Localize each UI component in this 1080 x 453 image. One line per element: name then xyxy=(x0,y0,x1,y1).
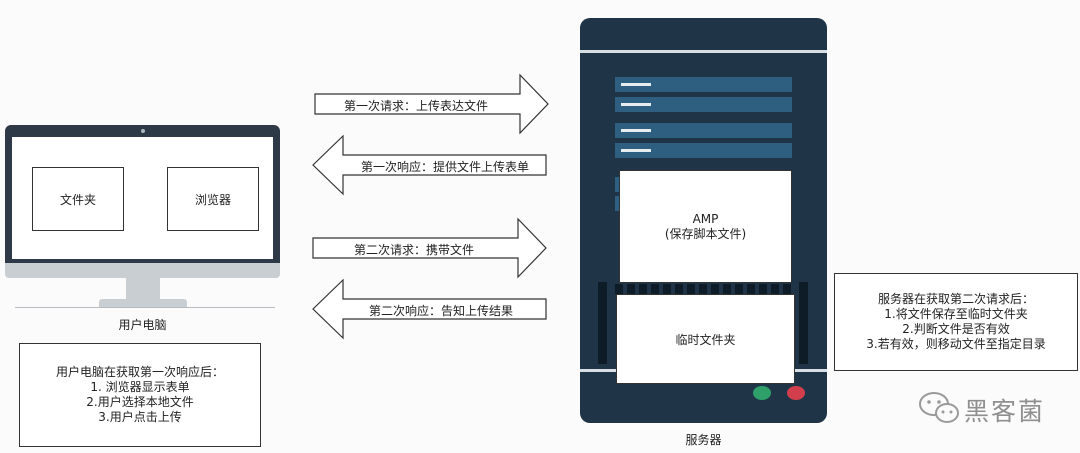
vent-left xyxy=(598,282,607,364)
monitor-neck xyxy=(126,278,160,300)
vent-right xyxy=(799,282,808,364)
server-note-line: 1.将文件保存至临时文件夹 xyxy=(884,307,1028,321)
client-note: 用户电脑在获取第一次响应后： 1. 浏览器显示表单 2.用户选择本地文件 3.用… xyxy=(19,343,261,447)
server-caption: 服务器 xyxy=(685,433,722,447)
watermark-text: 黑客菌 xyxy=(964,397,1046,426)
browser-box: 浏览器 xyxy=(167,167,259,231)
server-note: 服务器在获取第二次请求后： 1.将文件保存至临时文件夹 2.判断文件是否有效 3… xyxy=(834,273,1078,371)
wechat-icon xyxy=(919,392,959,423)
arrow-request-1-label: 第一次请求：上传表达文件 xyxy=(343,99,488,113)
arrow-response-1-label: 第一次响应：提供文件上传表单 xyxy=(360,160,529,174)
server-note-line: 3.若有效，则移动文件至指定目录 xyxy=(866,337,1046,351)
server-note-line: 2.判断文件是否有效 xyxy=(902,322,1010,336)
client-note-line: 2.用户选择本地文件 xyxy=(86,395,194,409)
led-red xyxy=(787,386,805,400)
arrow-request-2-label: 第二次请求：携带文件 xyxy=(353,243,474,257)
temp-folder-label: 临时文件夹 xyxy=(675,332,736,347)
drive-slot-partial xyxy=(615,177,620,192)
drive-slot xyxy=(615,77,792,92)
server-top-line xyxy=(580,50,827,53)
vent-row xyxy=(615,284,795,294)
client-note-line: 用户电脑在获取第一次响应后： xyxy=(55,365,224,379)
drive-slot xyxy=(615,97,792,112)
monitor-base xyxy=(99,299,187,307)
temp-folder-box: 临时文件夹 xyxy=(616,294,795,384)
arrow-request-2 xyxy=(312,217,547,279)
folder-label: 文件夹 xyxy=(59,192,96,207)
amp-subtitle: (保存脚本文件) xyxy=(664,226,747,241)
desk-line xyxy=(15,307,275,308)
webcam-dot xyxy=(141,129,145,133)
folder-box: 文件夹 xyxy=(32,167,124,231)
drive-slot-partial xyxy=(615,196,620,211)
browser-label: 浏览器 xyxy=(194,192,231,207)
client-note-line: 1. 浏览器显示表单 xyxy=(90,380,190,394)
arrow-response-2 xyxy=(312,278,547,340)
server-note-line: 服务器在获取第二次请求后： xyxy=(877,292,1034,306)
drive-slot xyxy=(615,123,792,138)
pc-caption: 用户电脑 xyxy=(118,318,167,332)
arrow-request-1 xyxy=(314,73,549,135)
arrow-response-2-label: 第二次响应：告知上传结果 xyxy=(368,304,513,318)
monitor-chin xyxy=(5,263,280,278)
arrow-response-1 xyxy=(312,134,547,196)
amp-title: AMP xyxy=(692,211,719,226)
drive-slot xyxy=(615,143,792,158)
client-note-line: 3.用户点击上传 xyxy=(98,410,182,424)
amp-box: AMP (保存脚本文件) xyxy=(619,170,792,283)
watermark: 黑客菌 xyxy=(918,388,1068,428)
led-green xyxy=(753,386,771,400)
